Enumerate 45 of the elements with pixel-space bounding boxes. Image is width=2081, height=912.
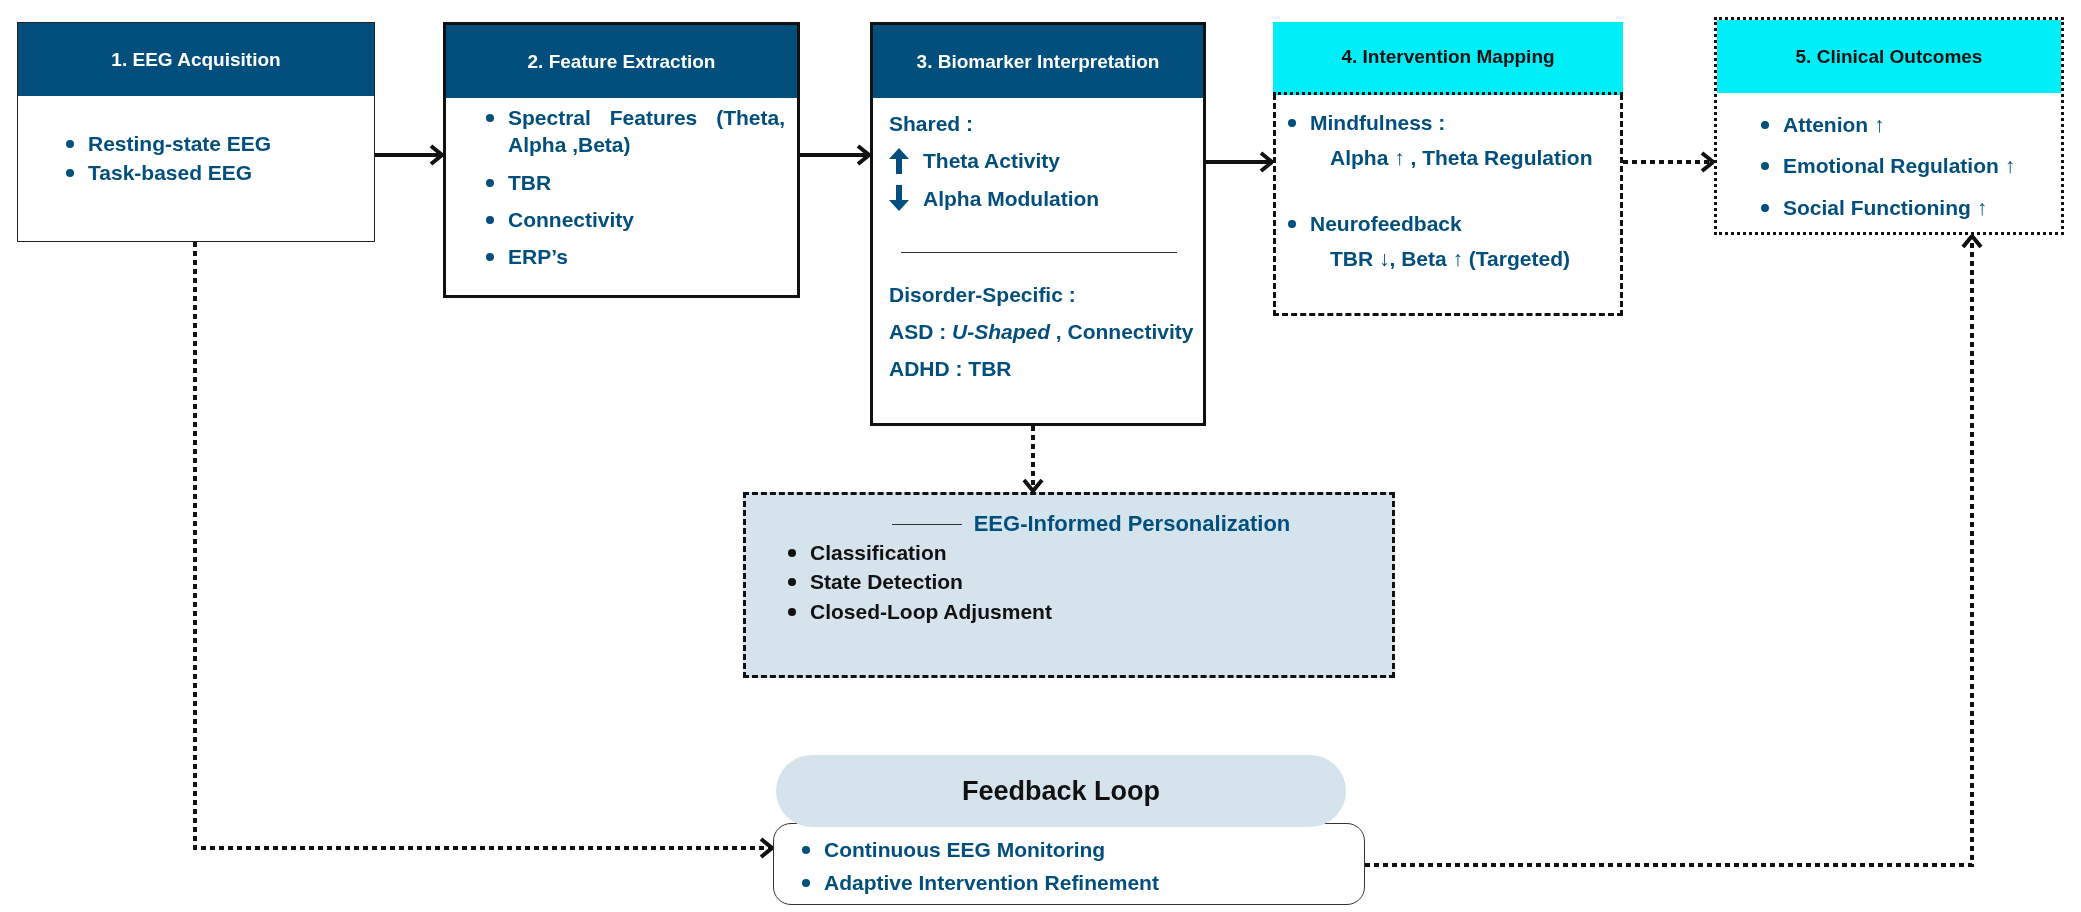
- bullet-item: Spectral Features (Theta, Alpha ,Beta): [508, 105, 785, 159]
- bullet-item: TBR: [508, 169, 552, 196]
- body-text: Disorder-Specific :: [889, 281, 1076, 308]
- header-bar: 5. Clinical Outcomes: [1717, 20, 2061, 93]
- bullet-item: Attenion ↑: [1783, 112, 1885, 138]
- body-text: ADHD : TBR: [889, 356, 1012, 383]
- bullet-item: ERP’s: [508, 244, 568, 271]
- bullet-item: Emotional Regulation ↑: [1783, 153, 2016, 180]
- arrow: [193, 242, 774, 859]
- process-box: [17, 22, 375, 242]
- arrow: [1365, 234, 1983, 867]
- bullet-item: Classification: [810, 540, 947, 566]
- bullet-item: Mindfulness :: [1310, 110, 1446, 136]
- process-box: [1273, 22, 1623, 316]
- bullet-item: Closed-Loop Adjusment: [810, 598, 1052, 625]
- arrow: [800, 144, 871, 166]
- rounded-panel: [773, 823, 1365, 905]
- bullet-item: Continuous EEG Monitoring: [824, 837, 1106, 863]
- pill-label: Feedback Loop: [776, 755, 1346, 827]
- header-bar: 4. Intervention Mapping: [1273, 22, 1623, 95]
- process-box: [1714, 17, 2064, 235]
- bullet-item: Task-based EEG: [88, 160, 253, 187]
- bullet-item: Resting-state EEG: [88, 131, 272, 157]
- body-text: ASD : U-Shaped , Connectivity: [889, 319, 1194, 346]
- detail-text: TBR ↓, Beta ↑ (Targeted): [1330, 245, 1570, 272]
- header-bar: 3. Biomarker Interpretation: [873, 25, 1203, 98]
- bullet-item: Neurofeedback: [1310, 210, 1462, 237]
- body-text: Alpha Modulation: [923, 185, 1100, 212]
- arrow: [1022, 426, 1044, 493]
- bullet-item: State Detection: [810, 569, 963, 596]
- header-bar: 2. Feature Extraction: [446, 25, 797, 98]
- bullet-item: Social Functioning ↑: [1783, 194, 1988, 221]
- process-box: [870, 22, 1206, 426]
- body-text: Theta Activity: [923, 148, 1060, 175]
- process-box: [443, 22, 800, 298]
- arrow: [1623, 151, 1715, 173]
- arrow: [1206, 151, 1274, 173]
- arrow: [375, 144, 444, 166]
- detail-text: Alpha ↑ , Theta Regulation: [1330, 145, 1593, 172]
- panel-title: EEG-Informed Personalization: [973, 511, 1291, 536]
- body-text: Shared :: [889, 111, 974, 137]
- header-bar: 1. EEG Acquisition: [18, 23, 374, 96]
- process-box: [743, 492, 1395, 678]
- bullet-item: Connectivity: [508, 206, 635, 233]
- bullet-item: Adaptive Intervention Refinement: [824, 870, 1159, 897]
